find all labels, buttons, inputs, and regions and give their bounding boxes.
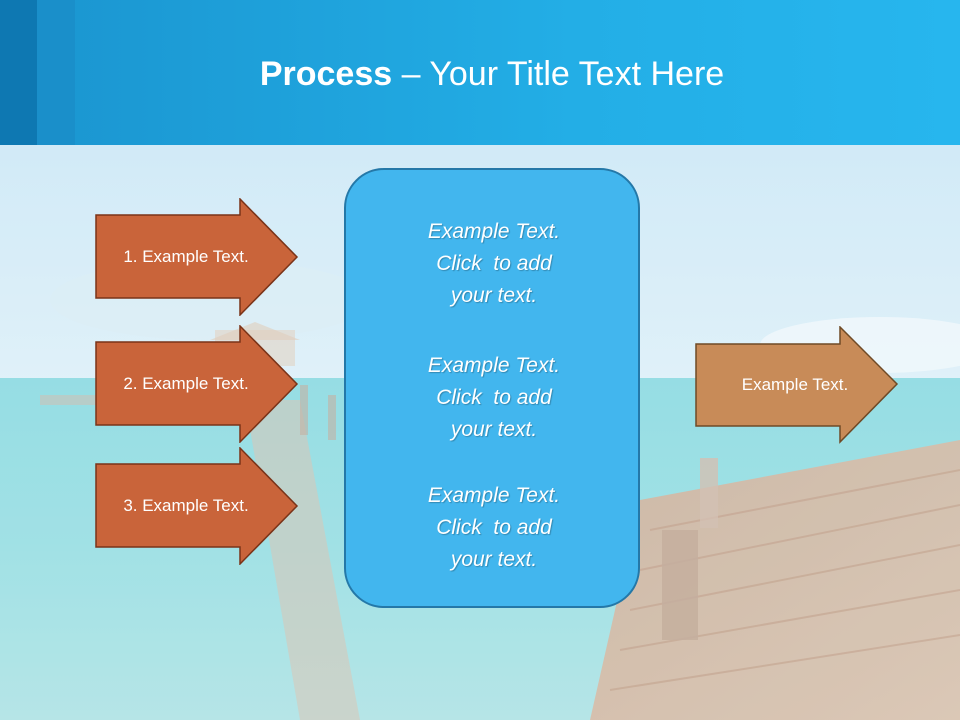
slide-title[interactable]: Process – Your Title Text Here (0, 52, 960, 96)
center-text-line: Example Text. (427, 484, 561, 507)
center-text-line: your text. (450, 548, 538, 571)
center-text-line: Click to add (436, 516, 552, 539)
header-accent-stripe (0, 0, 37, 145)
center-text-line: Click to add (436, 386, 552, 409)
center-text-line: your text. (450, 284, 538, 307)
process-result-arrow[interactable]: Example Text. (695, 326, 900, 444)
center-text-block-1: Example Text. Click to add your text. (346, 216, 642, 312)
process-step-2-label: 2. Example Text. (123, 374, 249, 393)
process-step-2-arrow[interactable]: 2. Example Text. (95, 325, 300, 443)
title-rest: – Your Title Text Here (392, 55, 725, 93)
center-text-line: your text. (450, 418, 538, 441)
title-bold: Process (259, 55, 393, 93)
title-bar: Process – Your Title Text Here (0, 0, 960, 145)
center-text-block-2: Example Text. Click to add your text. (346, 350, 642, 446)
process-step-3-arrow[interactable]: 3. Example Text. (95, 447, 300, 565)
process-result-label: Example Text. (741, 375, 849, 394)
header-accent-stripe (37, 0, 75, 145)
center-text-block-3: Example Text. Click to add your text. (346, 480, 642, 576)
center-text-line: Click to add (436, 252, 552, 275)
process-step-3-label: 3. Example Text. (123, 496, 249, 515)
center-text-box[interactable]: Example Text. Click to add your text. Ex… (344, 168, 640, 608)
center-text-line: Example Text. (427, 354, 561, 377)
process-step-1-label: 1. Example Text. (123, 247, 249, 266)
center-text-line: Example Text. (427, 220, 561, 243)
process-step-1-arrow[interactable]: 1. Example Text. (95, 198, 300, 316)
